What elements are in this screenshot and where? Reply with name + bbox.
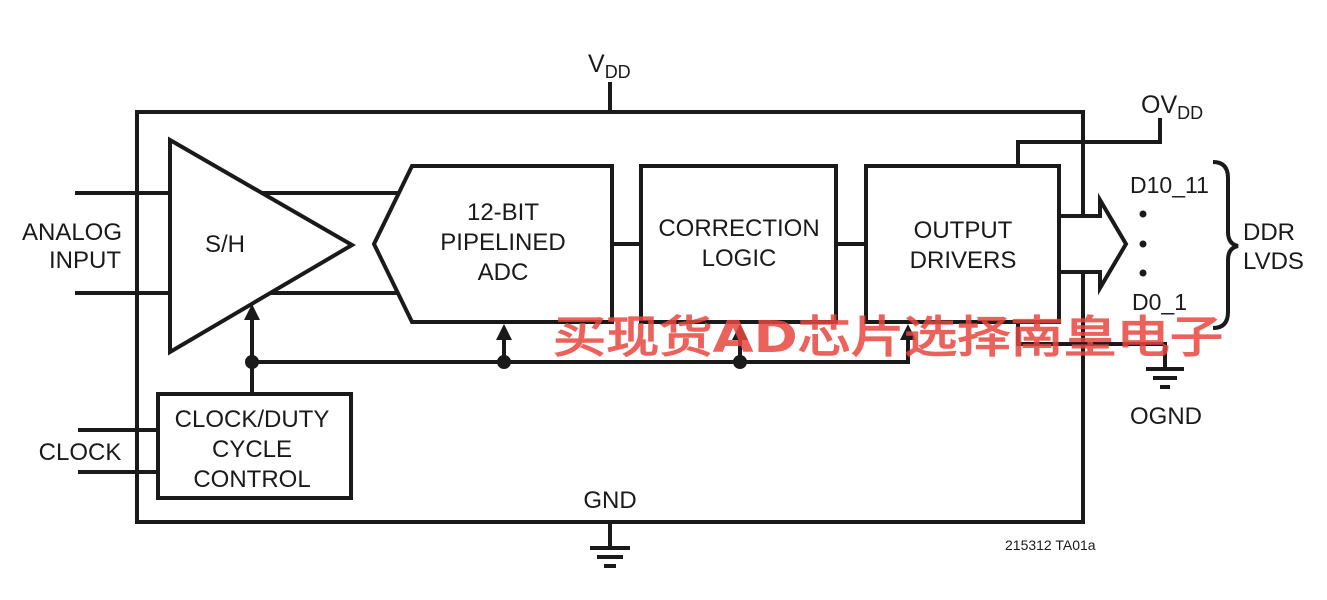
clock-arrow-sh xyxy=(244,304,260,320)
analog-input-label-line2: INPUT xyxy=(49,247,121,274)
clock-junction-2 xyxy=(497,355,511,369)
adc-label-line1: 12-BIT xyxy=(467,199,539,226)
data-dot-2 xyxy=(1139,240,1147,248)
clock-duty-label-line3: CONTROL xyxy=(193,466,310,493)
drivers-label-line2: DRIVERS xyxy=(910,247,1017,274)
ovdd-wire xyxy=(1016,118,1162,166)
clock-arrow-correction xyxy=(732,324,748,340)
data-dot-3 xyxy=(1139,269,1147,277)
ognd-label: OGND xyxy=(1130,403,1202,430)
clock-arrow-adc xyxy=(496,324,512,340)
adc-block xyxy=(371,164,614,324)
correction-label-line1: CORRECTION xyxy=(658,215,819,242)
adc-label-line3: ADC xyxy=(478,259,529,286)
bus-label-line2: LVDS xyxy=(1243,248,1304,275)
clock-duty-control-block xyxy=(156,392,353,500)
clock-junction-1 xyxy=(245,355,259,369)
clock-label: CLOCK xyxy=(39,439,122,466)
vdd-label: VDD xyxy=(588,50,631,82)
clock-bus xyxy=(250,336,910,392)
data-top-label: D10_11 xyxy=(1130,172,1209,198)
gnd-label: GND xyxy=(583,487,636,514)
data-bottom-label: D0_1 xyxy=(1132,289,1187,315)
output-drivers-block xyxy=(864,164,1061,324)
correction-logic-block xyxy=(639,164,838,324)
sh-label: S/H xyxy=(205,231,245,258)
clock-duty-label-line2: CYCLE xyxy=(212,436,292,463)
ognd-wire xyxy=(1016,322,1167,367)
analog-input-label-line1: ANALOG xyxy=(22,219,122,246)
ovdd-label: OVDD xyxy=(1141,91,1203,123)
sample-hold-amplifier xyxy=(168,136,356,356)
output-bus-arrow xyxy=(1057,192,1129,296)
watermark-text: 买现货AD芯片选择南皇电子 xyxy=(553,312,1223,363)
bus-brace xyxy=(1212,160,1239,330)
clock-junction-3 xyxy=(733,355,747,369)
correction-label-line2: LOGIC xyxy=(702,245,777,272)
drivers-label-line1: OUTPUT xyxy=(914,217,1013,244)
clock-arrow-drivers xyxy=(900,324,916,340)
figure-code: 215312 TA01a xyxy=(1005,537,1096,553)
adc-label-line2: PIPELINED xyxy=(440,229,565,256)
clock-duty-label-line1: CLOCK/DUTY xyxy=(175,406,330,433)
bus-label-line1: DDR xyxy=(1243,219,1295,246)
data-dot-1 xyxy=(1139,210,1147,218)
